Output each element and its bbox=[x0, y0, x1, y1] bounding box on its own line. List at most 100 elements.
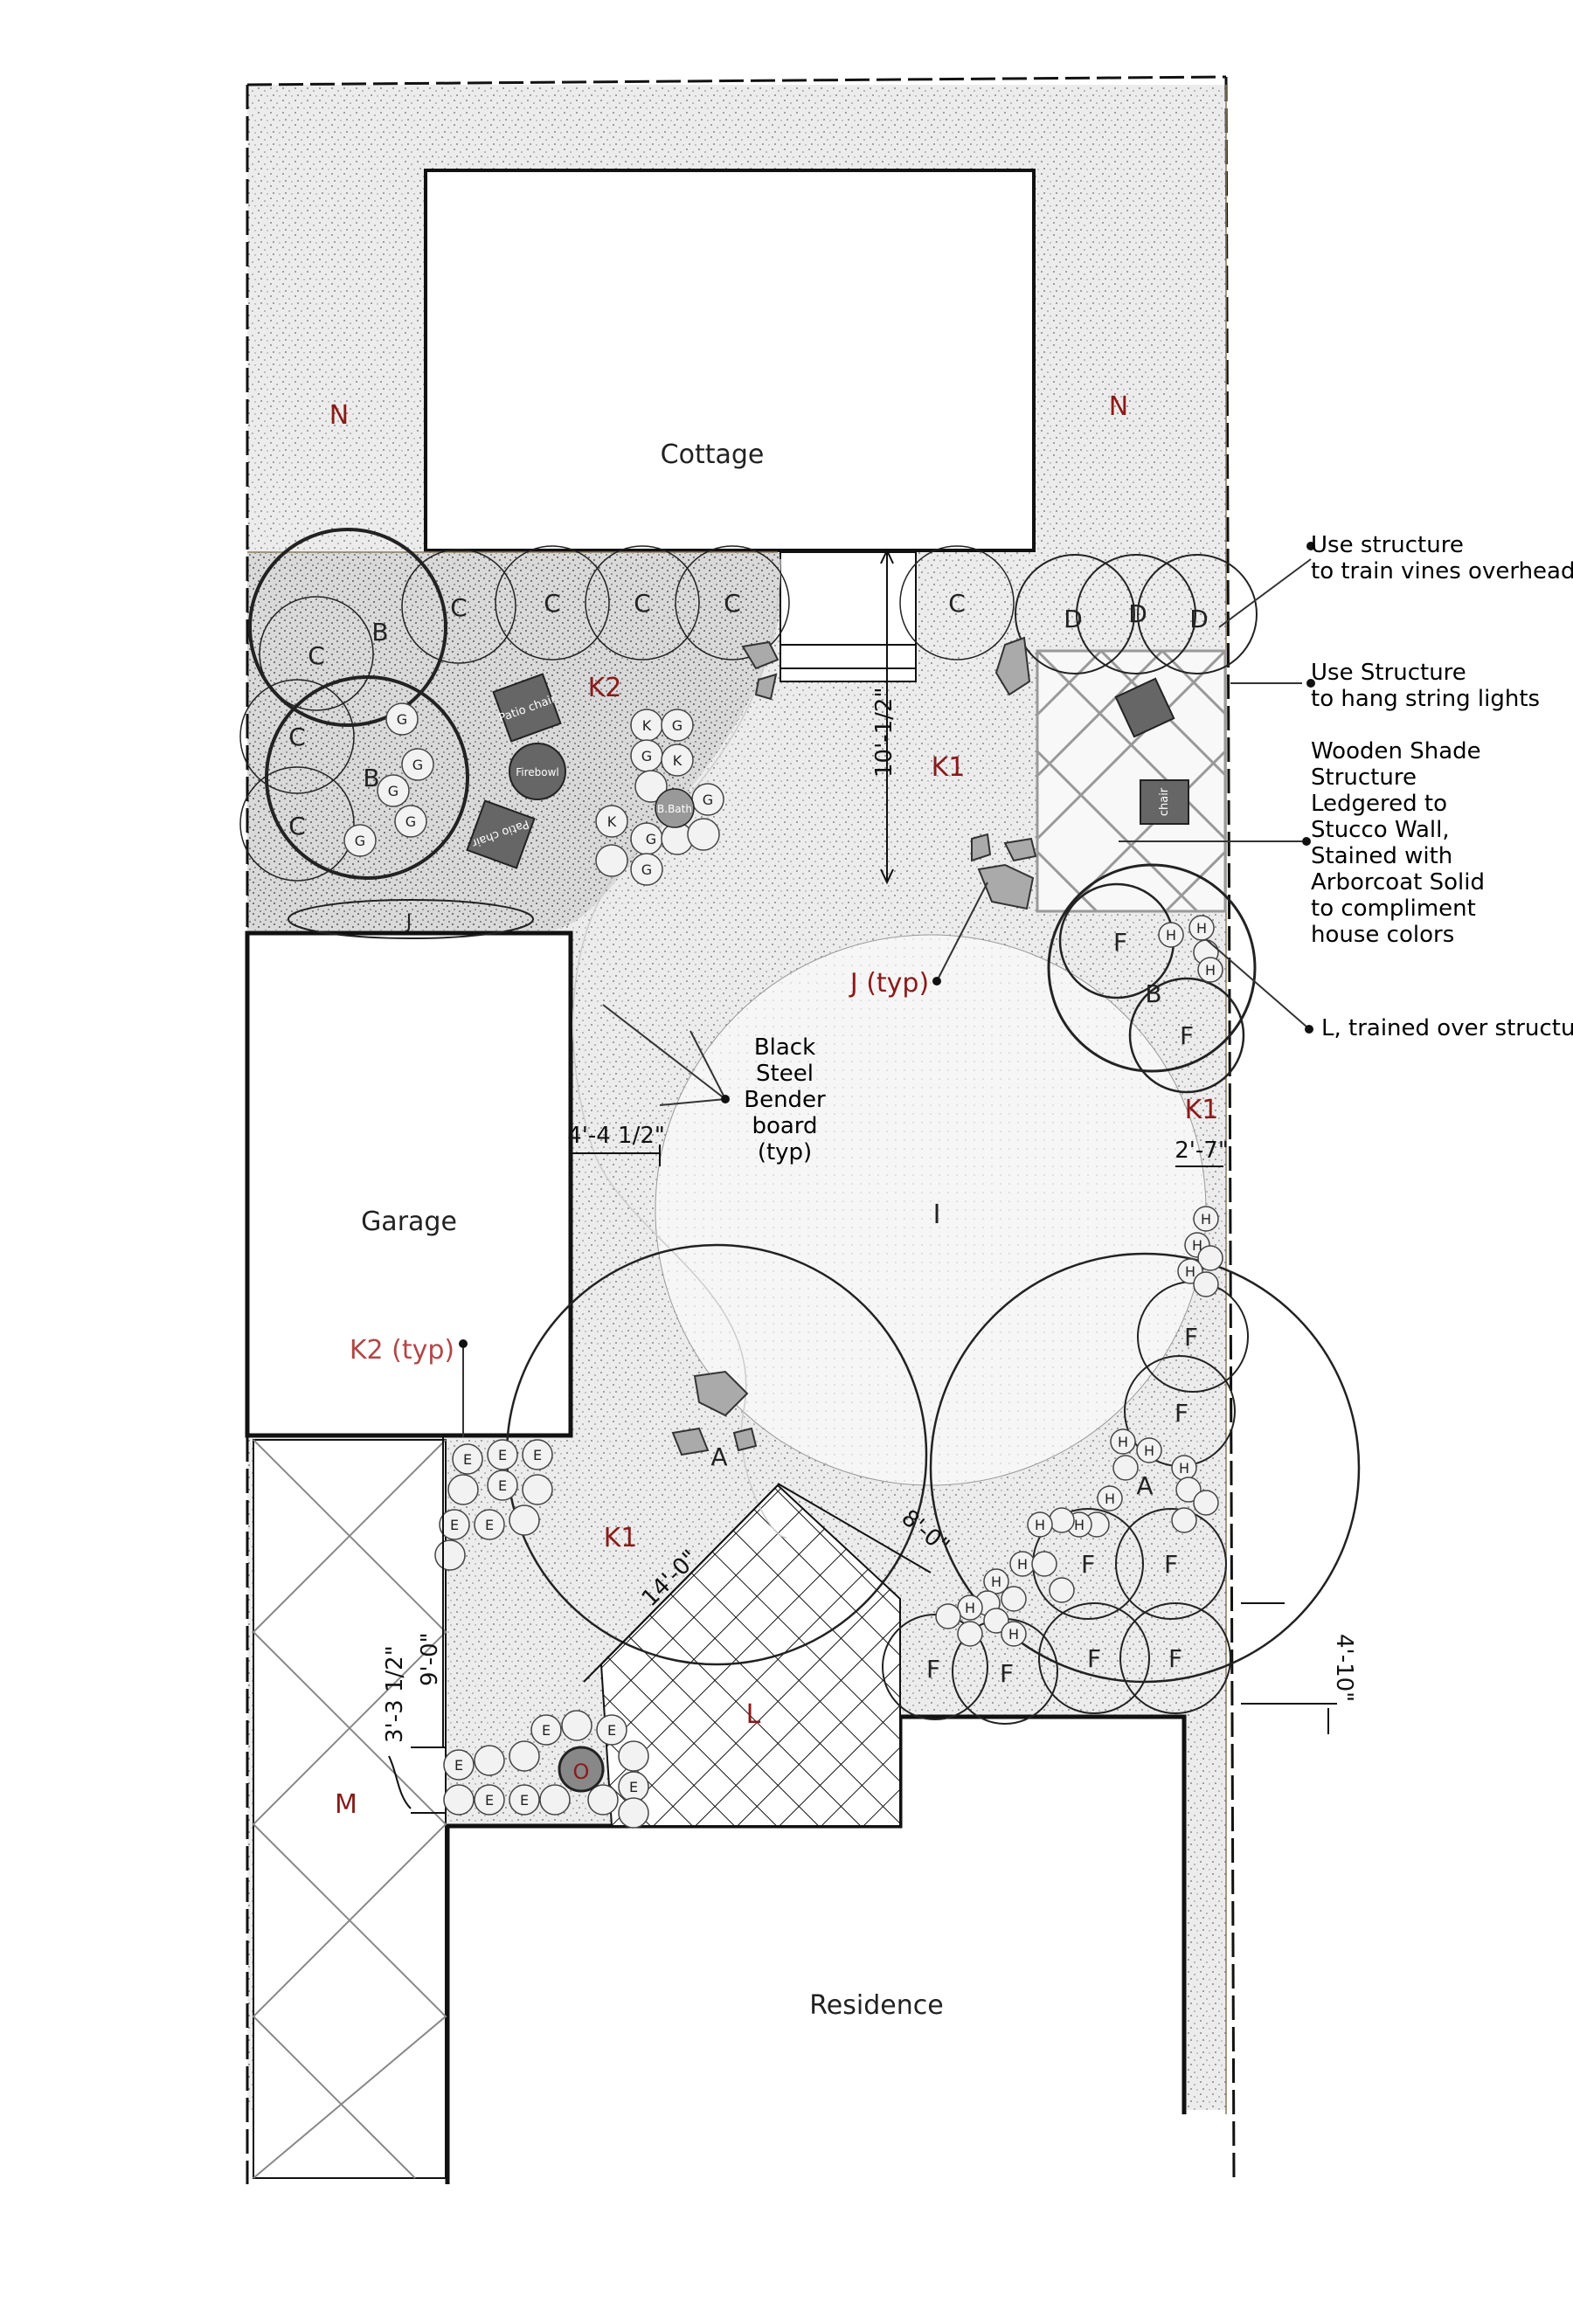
plant-h-12: H bbox=[1035, 1517, 1045, 1533]
garage-label: Garage bbox=[361, 1207, 457, 1237]
plant-f-2: F bbox=[1180, 1021, 1194, 1050]
plant-c-1: C bbox=[308, 641, 325, 670]
note-shade-1: Wooden Shade bbox=[1311, 738, 1481, 764]
plant-g-10: G bbox=[641, 861, 652, 878]
shade-lattice bbox=[1036, 649, 1227, 913]
plant-h-15: H bbox=[965, 1600, 975, 1616]
bender-note-3: Bender bbox=[744, 1087, 826, 1113]
bender-note-2: Steel bbox=[756, 1061, 814, 1087]
note-shade-6: Arborcoat Solid bbox=[1311, 869, 1485, 896]
plant-h-13: H bbox=[1017, 1556, 1028, 1573]
plant-g-9: G bbox=[646, 831, 656, 847]
leader-lines bbox=[462, 558, 1312, 1437]
zone-l: L bbox=[746, 1699, 761, 1730]
zone-k1-top: K1 bbox=[932, 752, 966, 783]
plant-c-7: C bbox=[288, 812, 306, 840]
note-l-trained: L, trained over structu bbox=[1321, 1015, 1573, 1041]
plant-e-9: E bbox=[454, 1757, 463, 1774]
plant-g-8: G bbox=[703, 792, 713, 808]
plant-h-16: H bbox=[1008, 1626, 1019, 1643]
plant-d-2: D bbox=[1128, 599, 1147, 628]
plant-d-3: D bbox=[1189, 605, 1209, 633]
plant-j-1: J bbox=[405, 911, 412, 933]
plant-e-2: E bbox=[498, 1447, 507, 1463]
plant-g-6: G bbox=[672, 717, 683, 734]
plant-f-9: F bbox=[1000, 1659, 1014, 1688]
property-line bbox=[246, 75, 1236, 2185]
plant-f-8: F bbox=[1168, 1644, 1182, 1673]
plant-g-1: G bbox=[397, 711, 407, 728]
plant-a-1: A bbox=[710, 1442, 727, 1471]
plant-h-14: H bbox=[991, 1574, 1001, 1590]
zone-k1-left: K1 bbox=[604, 1523, 638, 1553]
shade-chair-1 bbox=[1114, 677, 1175, 738]
note-shade-8: house colors bbox=[1311, 922, 1454, 948]
zone-k1-right: K1 bbox=[1185, 1095, 1219, 1125]
plant-e-12: E bbox=[629, 1779, 638, 1795]
cottage-step bbox=[780, 551, 917, 682]
cottage-building bbox=[424, 169, 1036, 552]
note-shade-5: Stained with bbox=[1311, 843, 1452, 869]
plant-b-1: B bbox=[371, 618, 388, 647]
plant-d-1: D bbox=[1064, 605, 1083, 633]
dim-9-0: 9'-0" bbox=[417, 1632, 443, 1686]
note-vines-1: Use structure bbox=[1311, 532, 1464, 558]
m-paver-diagonals bbox=[252, 1439, 447, 2179]
plant-e-8: E bbox=[607, 1722, 616, 1739]
plant-g-4: G bbox=[405, 813, 416, 830]
note-shade-2: Structure bbox=[1311, 764, 1417, 791]
boulders bbox=[671, 636, 1037, 1456]
plant-g-7: G bbox=[641, 748, 652, 764]
plant-c-5: C bbox=[724, 589, 741, 618]
zone-o: O bbox=[573, 1760, 590, 1784]
zone-k2-typ: K2 (typ) bbox=[350, 1335, 454, 1366]
plant-k-3: K bbox=[607, 813, 617, 830]
plant-c-4: C bbox=[634, 589, 651, 618]
plant-h-6: H bbox=[1185, 1263, 1195, 1280]
plant-g-3: G bbox=[388, 783, 398, 799]
plant-e-10: E bbox=[485, 1792, 494, 1809]
note-lights-1: Use Structure bbox=[1311, 660, 1466, 686]
plant-c-6: C bbox=[288, 723, 306, 751]
o-tree bbox=[558, 1746, 605, 1793]
plant-c-3: C bbox=[544, 589, 561, 618]
plant-f-3: F bbox=[1184, 1323, 1198, 1352]
plant-e-11: E bbox=[520, 1792, 529, 1809]
garage-building bbox=[245, 930, 573, 1438]
plant-f-6: F bbox=[1164, 1550, 1178, 1579]
plant-g-2: G bbox=[412, 757, 423, 773]
zone-j-typ: J (typ) bbox=[849, 968, 929, 999]
plant-e-6: E bbox=[450, 1517, 459, 1533]
bender-note-5: (typ) bbox=[758, 1139, 812, 1165]
dim-3-3: 3'-3 1/2" bbox=[382, 1645, 408, 1743]
plant-h-7: H bbox=[1118, 1434, 1128, 1450]
note-lights-2: to hang string lights bbox=[1311, 686, 1540, 712]
cottage-label: Cottage bbox=[661, 439, 765, 470]
dim-10-half: 10'-1/2" bbox=[871, 688, 897, 778]
note-vines-2: to train vines overhead bbox=[1311, 558, 1573, 584]
plant-a-2: A bbox=[1136, 1471, 1153, 1500]
residence-building bbox=[447, 1717, 1184, 2184]
plant-h-5: H bbox=[1192, 1237, 1202, 1254]
note-shade-7: to compliment bbox=[1311, 896, 1476, 922]
shade-chair-label: chair bbox=[1158, 787, 1171, 816]
plant-h-11: H bbox=[1074, 1517, 1084, 1533]
dim-2-7: 2'-7" bbox=[1175, 1138, 1229, 1164]
plant-h-10: H bbox=[1105, 1491, 1115, 1507]
bender-note-4: board bbox=[752, 1113, 817, 1139]
firebowl-label: Firebowl bbox=[516, 766, 559, 778]
plant-k-2: K bbox=[673, 752, 683, 769]
note-shade-3: Ledgered to bbox=[1311, 791, 1447, 817]
patio-chair-1 bbox=[492, 673, 562, 743]
leader-dots bbox=[459, 542, 1315, 1348]
plant-b-3: B bbox=[1145, 979, 1161, 1008]
bender-note-1: Black bbox=[754, 1034, 815, 1061]
plant-f-1: F bbox=[1113, 928, 1127, 957]
dim-4-10: 4'-10" bbox=[1331, 1634, 1357, 1702]
residence-label: Residence bbox=[809, 1990, 943, 2021]
plant-e-7: E bbox=[542, 1722, 551, 1739]
shade-chair-2 bbox=[1140, 779, 1189, 825]
firebowl bbox=[509, 743, 566, 800]
small-shrubs bbox=[343, 702, 1223, 1829]
